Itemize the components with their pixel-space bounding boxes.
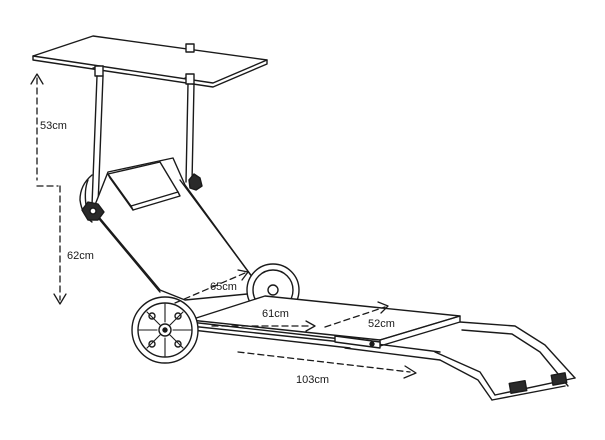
front-wheel [131,296,199,364]
adjustment-knob-left [81,201,105,221]
adjustment-knob-right [188,173,203,191]
total-length-arrow [237,351,411,373]
canopy-poles [91,75,195,206]
backrest-length-arrow [174,272,246,304]
seat [189,295,461,347]
backrest-height-label: 62cm [67,250,94,262]
canopy-height-label: 53cm [40,120,67,132]
backrest-height-arrow [36,185,61,301]
head-pillow [107,161,181,211]
frame [171,319,576,401]
leg-length-label: 52cm [368,318,395,330]
arrowheads [30,73,417,379]
seat-length-label: 61cm [262,308,289,320]
dimension-arrows [36,77,411,373]
canopy [32,35,268,88]
backrest-length-label: 65cm [210,281,237,293]
leg-length-arrow [324,306,386,328]
total-length-label: 103cm [296,374,330,386]
